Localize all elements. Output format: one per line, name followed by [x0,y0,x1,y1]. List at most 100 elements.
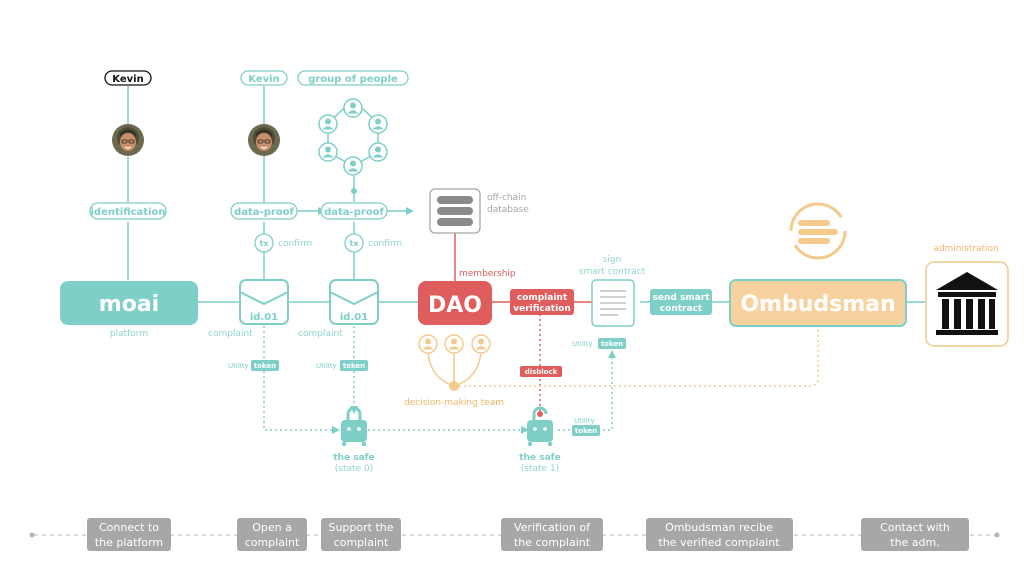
data-proof-label: data-proof [234,207,294,218]
connector-lines [127,86,926,303]
group-label: group of people [308,74,398,85]
user-icon [343,156,363,176]
envelope-id-label: id.01 [250,312,278,323]
stage-label: Support the [328,521,393,534]
stage-label: the complaint [514,536,591,549]
database-icon [429,188,481,234]
envelope-id-label: id.01 [340,312,368,323]
safe-state-label: (state 1) [521,464,559,474]
stage-label: the verified complaint [658,536,780,549]
dao-label: DAO [428,293,482,318]
stage-label: Contact with [880,521,950,534]
stage-contact: Contact with the adm. [861,518,969,551]
tx-circle [344,233,364,253]
stage-verification: Verification of the complaint [501,518,603,551]
timeline-dot [29,532,35,538]
stage-ombudsman: Ombudsman recibe the verified complaint [646,518,793,551]
complaint-verification-box [510,289,574,315]
user-icon [368,142,388,162]
timeline-dot [994,532,1000,538]
utility-label: Utility [228,362,249,370]
avatar-photo-icon [247,123,281,157]
data-proof-pill [230,202,298,220]
tx-label: tx [350,239,360,248]
user-icon [368,114,388,134]
send-smart-contract-label: send smart [653,293,711,303]
confirm-label: confirm [368,239,402,249]
stage-label: Open a [252,521,292,534]
data-proof-pill [320,202,388,220]
avatar-photo-icon [111,123,145,157]
complaint-label: complaint [208,329,253,339]
tx-label: tx [260,239,270,248]
arrow-head [608,350,616,358]
disblock-label: disblock [525,368,558,376]
utility-label: Utility [574,417,595,425]
utility-label: Utility [572,340,593,348]
safe-state-label: (state 0) [335,464,373,474]
red-connectors [454,233,592,303]
user-icon [418,334,438,354]
kevin-label-pill [240,70,288,86]
stage-connect: Connect to the platform [87,518,171,551]
send-smart-contract-box [650,289,712,315]
data-proof-label: data-proof [324,207,384,218]
stage-label: Ombudsman recibe [665,521,773,534]
group-label-pill [297,70,409,86]
complaint-label: complaint [298,329,343,339]
decision-team-label: decision-making team [404,398,504,408]
token-label: token [343,362,365,370]
kevin-label-pill [104,70,152,86]
identification-pill [89,202,167,220]
disblock-badge [520,366,562,377]
platform-label: platform [110,329,148,339]
stage-label: Connect to [99,521,159,534]
stage-open: Open a complaint [237,518,307,551]
kevin-label: Kevin [112,74,143,85]
identification-label: identification [91,207,166,218]
token-label: token [575,427,597,435]
user-icon [318,114,338,134]
moai-platform-box [60,281,198,325]
administration-label: administration [933,244,998,254]
complaint-verification-label: complaint [517,293,568,303]
tx-circle [254,233,274,253]
token-badge [572,425,600,436]
sign-label: sign [603,255,622,265]
orange-connectors [427,351,482,387]
user-icon [471,334,491,354]
user-icon [318,142,338,162]
complaint-verification-label: verification [513,304,571,314]
junction-dot [351,188,357,194]
dotted-flows [263,326,613,431]
contract-document-icon [591,279,635,327]
utility-label: Utility [316,362,337,370]
token-label: token [254,362,276,370]
offchain-label: off-chain [487,193,526,203]
arrow-head [521,426,529,434]
kevin-label: Kevin [248,74,279,85]
membership-label: membership [459,269,516,279]
stage-label: the platform [95,536,163,549]
stage-label: complaint [334,536,389,549]
stage-label: Verification of [514,521,591,534]
stage-label: complaint [245,536,300,549]
team-junction-dot [449,381,459,391]
ombudsman-label: Ombudsman [740,292,895,317]
token-label: token [601,340,623,348]
confirm-label: confirm [278,239,312,249]
arrow-head [406,207,414,215]
token-badge [598,338,626,349]
token-badge [340,360,368,371]
database-label: database [487,205,529,215]
ombudsman-dotted [454,326,819,387]
user-icon [444,334,464,354]
dao-box [418,281,492,325]
safe-label: the safe [333,453,374,463]
ombudsman-box [729,279,907,327]
send-smart-contract-label: contract [660,304,703,314]
smart-contract-label: smart contract [579,267,646,277]
stage-label: the adm. [890,536,939,549]
